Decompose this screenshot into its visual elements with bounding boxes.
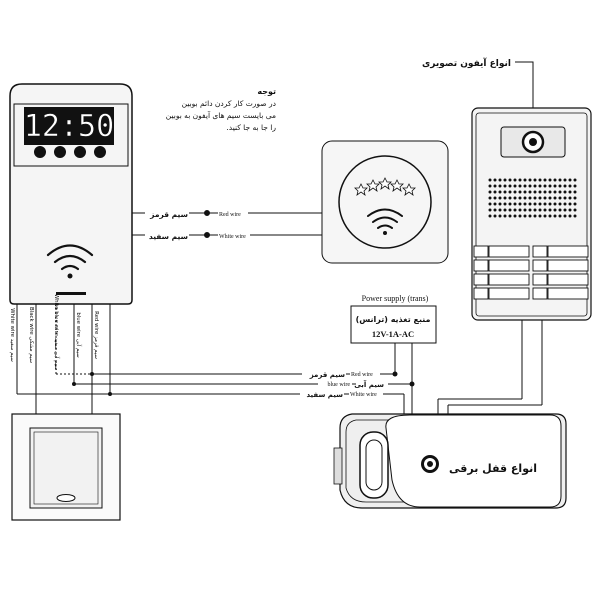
bottom-wires [17, 320, 543, 414]
call-button[interactable] [532, 245, 548, 258]
down-button-icon: ▼ [77, 148, 84, 157]
keypad-buttons: M ▲ ▼ ↵ [34, 146, 106, 158]
up-button[interactable] [54, 146, 66, 158]
bottom-white-wire-label-en: White wire [350, 392, 377, 398]
note-line: می بایست سیم های آیفون به بوبین [165, 111, 276, 120]
enter-button-icon: ↵ [97, 148, 104, 157]
keypad-display-digits: 12:50 [24, 109, 114, 144]
call-button[interactable] [473, 287, 489, 300]
note-line: را جا به جا کنید. [226, 123, 276, 132]
reader-white-wire-label-fa: سیم سفید [149, 232, 188, 241]
intercom-label: انواع آیفون تصویری [422, 57, 511, 69]
stars-icon [354, 177, 416, 196]
reader-white-wire-label-en: White wire [219, 234, 246, 240]
bottom-blue-wire-label-en: blue wire [328, 382, 351, 388]
wire-label-blue: سیم آبی blue wire [75, 312, 81, 358]
call-button[interactable] [473, 259, 489, 272]
reader-red-wire-label-fa: سیم قرمز [149, 210, 188, 219]
nfc-icon [46, 244, 94, 279]
call-buttons [473, 245, 589, 300]
bottom-red-wire-label-fa: سیم قرمز [309, 371, 345, 379]
reader-wifi-icon [367, 208, 403, 235]
call-button[interactable] [532, 287, 548, 300]
electric-lock-label: انواع قفل برقی [449, 462, 537, 475]
keypad-bottom-slot [56, 292, 86, 295]
wire-label-white-blue: سیم آبی سفید White blue wire [53, 293, 59, 370]
exit-button-indicator[interactable] [56, 494, 76, 502]
wire-label-red: سیم قرمز Red wire [93, 311, 99, 359]
menu-button-label: M [37, 148, 44, 157]
keypad-unit: 12:50 M ▲ ▼ ↵ [9, 83, 133, 305]
installation-note: توجه در صورت کار کردن دائم بوبین می بایس… [150, 86, 276, 134]
keypad-wire-bundle [16, 304, 111, 394]
call-button[interactable] [532, 259, 548, 272]
call-button[interactable] [532, 273, 548, 286]
power-supply-spec: 12V-1A-AC [372, 329, 414, 339]
wire-label-white: سیم سفید White wire [9, 308, 15, 362]
wire-label-black: سیم مشکی Black wire [28, 307, 34, 363]
reader-red-wire-label-en: Red wire [219, 212, 241, 218]
lock-bolt [359, 431, 389, 499]
note-heading: توجه [257, 87, 276, 96]
electric-lock [333, 413, 567, 509]
keypad-display [24, 107, 114, 145]
video-intercom-panel [471, 107, 592, 321]
power-supply-title: Power supply (trans) [362, 294, 429, 303]
bottom-red-wire-label-en: Red wire [351, 372, 373, 378]
speaker-grille [488, 178, 577, 218]
bottom-blue-wire-label-fa: سیم آبی [354, 380, 384, 389]
call-button[interactable] [473, 273, 489, 286]
exit-button-switch [11, 413, 121, 521]
enter-button[interactable] [94, 146, 106, 158]
up-button-icon: ▲ [57, 148, 64, 157]
down-button[interactable] [74, 146, 86, 158]
note-line: در صورت کار کردن دائم بوبین [181, 99, 276, 108]
exit-reader [321, 140, 449, 264]
power-supply-box [350, 305, 437, 344]
call-button[interactable] [473, 245, 489, 258]
bottom-white-wire-label-fa: سیم سفید [307, 391, 344, 399]
menu-button[interactable] [34, 146, 46, 158]
power-supply-label-fa: منبع تغذیه (ترانس) [356, 315, 431, 325]
